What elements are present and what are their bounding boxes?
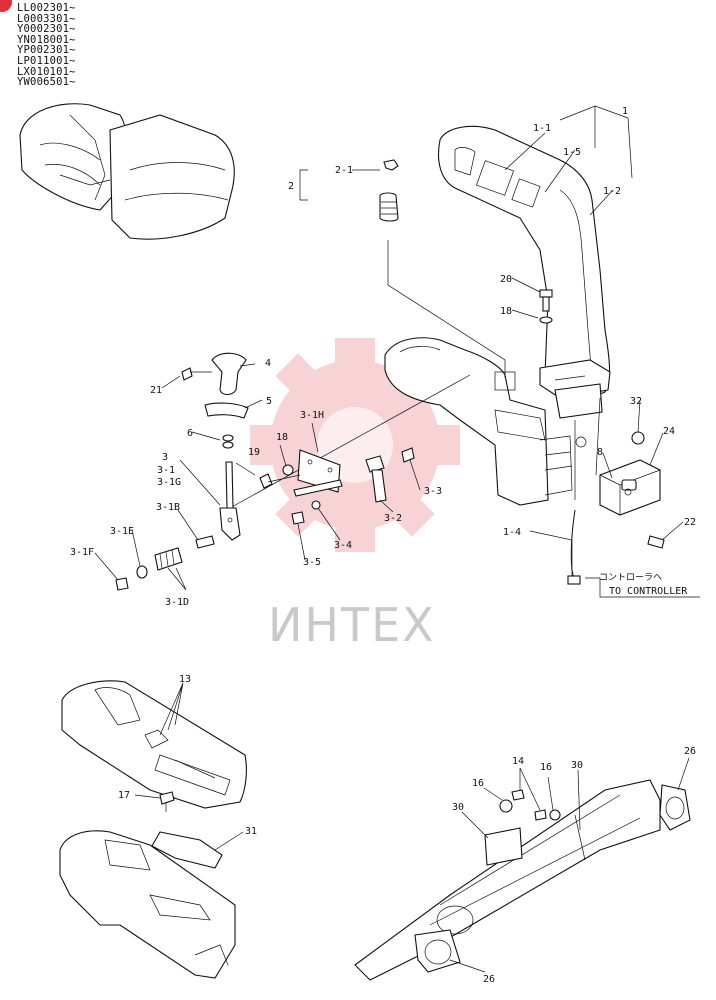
- callout-3-2: 3-2: [384, 513, 402, 524]
- nut-3-5: [291, 511, 305, 525]
- pin-3-1B: [195, 535, 215, 549]
- callout-13: 13: [179, 674, 191, 685]
- callout-26a: 26: [684, 746, 696, 757]
- bolt-22: [647, 535, 665, 549]
- serial-number: LP011001~: [17, 54, 76, 67]
- leader-lines: [94, 105, 700, 973]
- callout-17: 17: [118, 790, 130, 801]
- callout-3-1F: 3-1F: [70, 547, 94, 558]
- callout-3-1B: 3-1B: [156, 502, 180, 513]
- serial-number: YN018001~: [17, 33, 76, 46]
- callout-19: 19: [248, 447, 260, 458]
- washer-16a: [499, 799, 513, 813]
- seat-assembly: [19, 103, 235, 240]
- callout-3-5: 3-5: [303, 557, 321, 568]
- bracket-3-1H: [297, 449, 341, 493]
- controller-note-en: TO CONTROLLER: [609, 586, 688, 597]
- callout-1-1: 1-1: [533, 123, 551, 134]
- washer-3-1E: [136, 565, 148, 579]
- callout-labels: 1 1-1 1-5 1-2 2 2-1 20 18 4 21 5 6 3-1H …: [70, 106, 696, 985]
- connector-2: [379, 159, 399, 222]
- callout-1-4: 1-4: [503, 527, 521, 538]
- callout-3-1E: 3-1E: [110, 526, 134, 537]
- callout-1-2: 1-2: [603, 186, 621, 197]
- watermark-text: ИНТЕХ: [268, 598, 436, 652]
- serial-number: YW006501~: [17, 76, 76, 89]
- callout-3: 3: [162, 452, 168, 463]
- right-base-frame: [354, 779, 661, 981]
- callout-18: 18: [500, 306, 512, 317]
- washer-18: [539, 316, 553, 324]
- callout-6: 6: [187, 428, 193, 439]
- callout-16b: 16: [540, 762, 552, 773]
- callout-14: 14: [512, 756, 524, 767]
- callout-5: 5: [266, 396, 272, 407]
- callout-3-1: 3-1: [157, 465, 175, 476]
- screw-21: [181, 367, 212, 381]
- bolt-14: [511, 789, 547, 821]
- cover-plate-30: [484, 827, 523, 866]
- serial-number-list: LL002301~ L0003301~ Y0002301~ YN018001~ …: [17, 3, 76, 88]
- callout-2: 2: [288, 181, 294, 192]
- callout-4: 4: [265, 358, 271, 369]
- page-marker-icon: [0, 0, 12, 12]
- callout-3-1G: 3-1G: [157, 477, 181, 488]
- boot-5: [204, 402, 249, 419]
- callout-32: 32: [630, 396, 642, 407]
- lever-assembly-3: [219, 461, 241, 541]
- callout-30b: 30: [452, 802, 464, 813]
- callout-20: 20: [500, 274, 512, 285]
- nut-3-1F: [115, 577, 129, 591]
- callout-3-1H: 3-1H: [300, 410, 324, 421]
- callout-31: 31: [245, 826, 257, 837]
- callout-21: 21: [150, 385, 162, 396]
- bolt-19: [259, 473, 273, 489]
- serial-number: LX010101~: [17, 65, 76, 78]
- bolt-3-3: [401, 447, 415, 463]
- spring-6: [222, 434, 234, 449]
- joint-3-2: [365, 455, 387, 503]
- callout-1: 1: [622, 106, 628, 117]
- callout-16a: 16: [472, 778, 484, 789]
- gasket-26-left: [414, 929, 461, 973]
- callout-22: 22: [684, 517, 696, 528]
- washer-16b: [549, 809, 561, 821]
- bolt-20: [539, 289, 553, 312]
- serial-number: Y0002301~: [17, 23, 76, 36]
- washer-3-4: [311, 500, 321, 510]
- screw-17: [159, 791, 175, 812]
- serial-number: YP002301~: [17, 44, 76, 57]
- serial-number: L0003301~: [17, 12, 76, 25]
- callout-1-5: 1-5: [563, 147, 581, 158]
- washer-18b: [282, 464, 294, 476]
- right-control-box: [437, 125, 611, 419]
- cable-connector: [567, 575, 581, 585]
- callout-3-3: 3-3: [424, 486, 442, 497]
- gasket-26-right: [659, 784, 691, 831]
- knob-4: [211, 352, 247, 396]
- callout-8: 8: [597, 447, 603, 458]
- callout-24: 24: [663, 426, 675, 437]
- controller-note-jp: コントローラヘ: [599, 572, 662, 583]
- spring-3-1D: [154, 547, 183, 571]
- callout-30a: 30: [571, 760, 583, 771]
- callout-3-4: 3-4: [334, 540, 352, 551]
- controller-box: [599, 431, 661, 516]
- callout-3-1D: 3-1D: [165, 597, 189, 608]
- left-console-base: [59, 830, 236, 979]
- callout-2-1: 2-1: [335, 165, 353, 176]
- serial-number: LL002301~: [17, 2, 76, 14]
- left-console-cover: [61, 680, 247, 809]
- callout-18b: 18: [276, 432, 288, 443]
- shaft: [293, 479, 343, 497]
- callout-26b: 26: [483, 974, 495, 985]
